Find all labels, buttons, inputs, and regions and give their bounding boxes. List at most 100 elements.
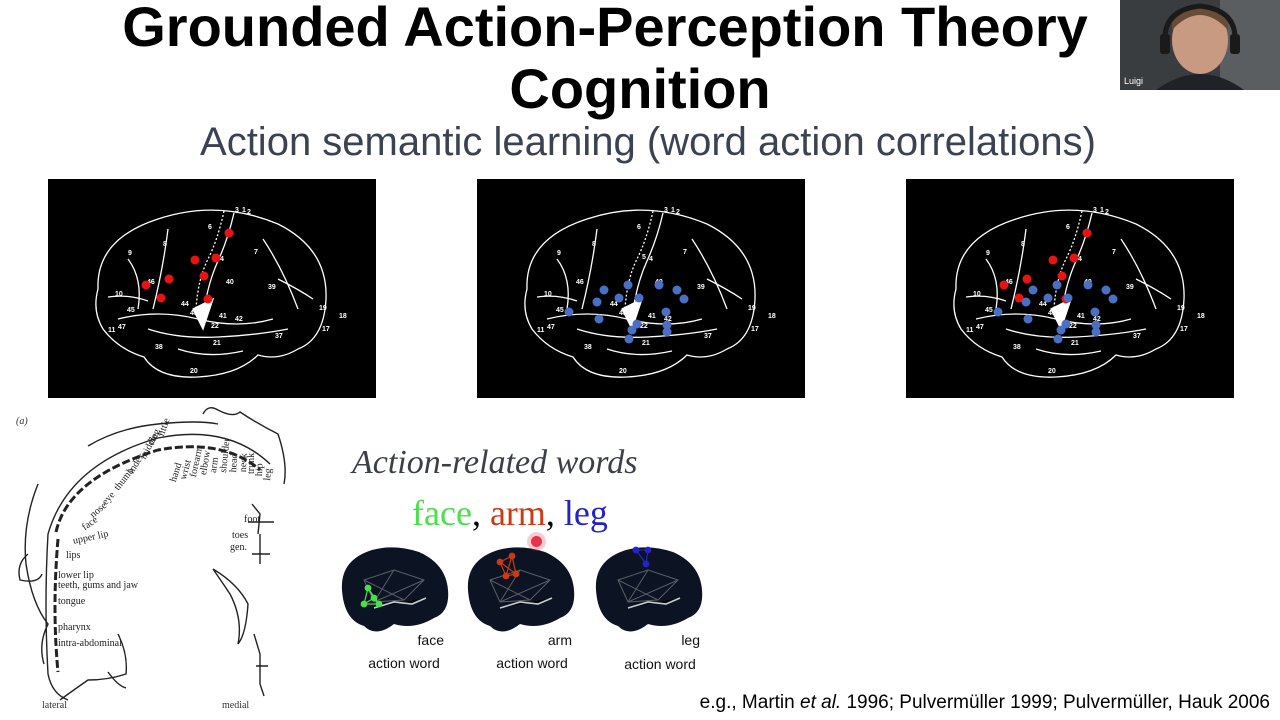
activation-dot [599,285,609,295]
brain-area-label: 11 [966,327,974,334]
brain-area-label: 8 [1021,241,1025,248]
brain-area-label: 2 [676,209,680,216]
brain-area-label: 20 [190,368,198,375]
activation-dot [1014,293,1024,303]
brain-area-label: 18 [339,313,347,320]
brain-area-label: 7 [254,249,258,256]
brain-area-label: 44 [1039,301,1047,308]
homunculus-top-label: toes [232,530,249,541]
mini-brain-face [334,540,452,638]
brain-area-label: 42 [1093,316,1101,323]
brain-area-label: 20 [1048,368,1056,375]
citation-etal: et al. [800,692,842,713]
activation-dot [199,271,209,281]
activation-dot [224,228,234,238]
figure-panel-label: (a) [16,416,28,427]
brain-area-label: 4 [1078,256,1082,263]
action-words-list: face, arm, leg [412,492,608,534]
brain-area-label: 8 [592,241,596,248]
brain-area-label: 11 [108,327,116,334]
activation-dot [190,255,200,265]
brain-area-label: 11 [537,327,545,334]
activation-dot [634,293,644,303]
activation-dot [203,294,213,304]
activation-dot [654,280,664,290]
activation-dot [1063,293,1073,303]
brain-area-label: 10 [115,291,123,298]
slide-subtitle: Action semantic learning (word action co… [200,120,1096,164]
homunculus-part-label: teeth, gums and jaw [58,580,138,591]
webcam-video-tile[interactable]: Luigi [1120,0,1280,90]
mini-brain-face-icon [341,547,449,632]
word-separator: , [471,493,490,533]
mini-activation-dot [632,546,640,554]
presenter-video-icon [1120,0,1280,90]
mini-activation-dot [642,560,650,568]
brain-area-label: 1 [671,207,675,214]
brain-area-label: 9 [557,250,561,257]
mini-brain-face-caption: action word [368,655,440,671]
word-leg: leg [563,493,608,533]
citation: e.g., Martin et al. 1996; Pulvermüller 1… [700,692,1270,714]
mini-activation-dot [360,600,368,608]
brain-area-label: 17 [1180,326,1188,333]
activation-dot [1061,319,1071,329]
brain-area-label: 39 [268,284,276,291]
brain-area-label: 7 [1112,249,1116,256]
brain-area-label: 37 [1133,333,1141,340]
activation-dot [1053,334,1063,344]
activation-dot [1048,255,1058,265]
brain-area-label: 44 [610,301,618,308]
brain-panel-mixed: 3126894574039461044434541421918114722372… [906,179,1234,398]
mini-activation-dot [644,546,652,554]
homunculus-top-label: leg [262,467,275,482]
brain-area-label: 1 [242,207,246,214]
brain-area-label: 17 [322,326,330,333]
homunculus-part-label: lips [66,550,81,561]
activation-dot [1052,280,1062,290]
brain-area-label: 5 [642,254,646,261]
brain-area-label: 41 [648,313,656,320]
brain-area-label: 21 [1071,340,1079,347]
laser-pointer-cursor [531,536,542,547]
activation-dot [679,294,689,304]
webcam-name-label: Luigi [1124,76,1144,86]
activation-dot [1069,253,1079,263]
activation-dot [624,334,634,344]
brain-area-label: 38 [155,344,163,351]
brain-area-label: 8 [163,241,167,248]
brain-area-label: 43 [619,310,627,317]
activation-dot [661,307,671,317]
brain-area-label: 4 [220,256,224,263]
mini-activation-dot [496,558,504,566]
homunculus-part-label: tongue [58,596,86,607]
brain-area-label: 3 [664,207,668,214]
brain-area-label: 2 [247,209,251,216]
brain-area-label: 41 [1077,313,1085,320]
activation-dot [1091,327,1101,337]
mini-brain-arm-word: arm [547,632,572,648]
brain-area-label: 39 [697,284,705,291]
activation-dot [1090,307,1100,317]
brain-area-label: 45 [985,307,993,314]
activation-dot [594,314,604,324]
activation-dot [1028,285,1038,295]
brain-area-label: 47 [547,324,555,331]
activation-dot [1057,271,1067,281]
brain-area-label: 3 [1093,207,1097,214]
activation-dot [1108,294,1118,304]
brain-area-label: 46 [147,279,155,286]
activation-dot [999,280,1009,290]
brain-area-label: 18 [1197,313,1205,320]
brain-area-label: 2 [1105,209,1109,216]
brain-area-label: 10 [544,291,552,298]
brain-area-label: 38 [1013,344,1021,351]
activation-dot [141,280,151,290]
mini-activation-dot [512,570,520,578]
activation-dot [1022,274,1032,284]
activation-dot [614,293,624,303]
brain-illustration-mixed: 3126894574039461044434541421918114722372… [953,207,1205,378]
brain-area-label: 19 [1177,305,1185,312]
brain-area-label: 46 [576,279,584,286]
activation-dot [662,327,672,337]
